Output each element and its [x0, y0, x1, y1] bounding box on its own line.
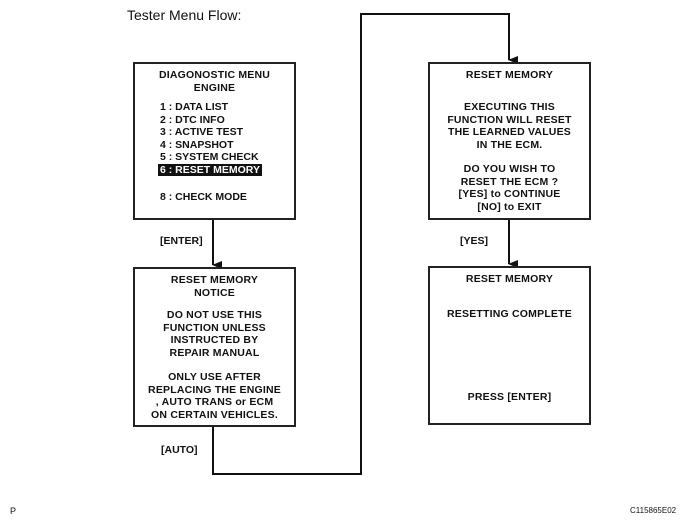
menu-item-dtc-info[interactable]: 2 : DTC INFO — [160, 113, 225, 126]
notice-subheader: NOTICE — [194, 287, 235, 299]
notice-only-line: ONLY USE AFTER — [168, 371, 261, 383]
menu-item-active-test[interactable]: 3 : ACTIVE TEST — [160, 126, 244, 138]
enter-key-label: [ENTER] — [160, 235, 203, 247]
confirm-exec-line: EXECUTING THIS — [464, 101, 555, 113]
menu-item-system-check[interactable]: 5 : SYSTEM CHECK — [160, 151, 259, 163]
notice-only-line: ON CERTAIN VEHICLES. — [151, 408, 278, 421]
diagnostic-menu-box: DIAGONOSTIC MENU ENGINE 1 : DATA LIST 2 … — [133, 62, 296, 220]
connector-auto — [212, 13, 518, 475]
menu-item-reset-memory-selected[interactable]: 6 : RESET MEMORY — [158, 163, 262, 176]
notice-only-line: REPLACING THE ENGINE — [148, 383, 281, 396]
diagnostic-menu-header: DIAGONOSTIC MENU — [158, 69, 271, 81]
confirm-no-option: [NO] to EXIT — [477, 200, 542, 213]
notice-warning-line: DO NOT USE THIS — [166, 309, 263, 321]
reset-memory-notice-box: RESET MEMORY NOTICE DO NOT USE THIS FUNC… — [133, 267, 296, 427]
menu-item-data-list[interactable]: 1 : DATA LIST — [160, 101, 229, 113]
confirm-yes-option: [YES] to CONTINUE — [458, 188, 561, 200]
diagnostic-menu-subheader: ENGINE — [193, 82, 236, 94]
confirm-exec-line: FUNCTION WILL RESET — [447, 113, 572, 126]
corner-mark-left: P — [10, 506, 17, 516]
reset-complete-box: RESET MEMORY RESETTING COMPLETE PRESS [E… — [428, 266, 591, 425]
auto-key-label: [AUTO] — [161, 444, 198, 456]
confirm-header: RESET MEMORY — [465, 69, 554, 81]
complete-message: RESETTING COMPLETE — [447, 308, 572, 320]
confirm-question-line: RESET THE ECM ? — [460, 175, 559, 188]
yes-key-label: [YES] — [460, 235, 489, 247]
page-title: Tester Menu Flow: — [127, 7, 242, 23]
notice-header: RESET MEMORY — [170, 274, 259, 286]
complete-header: RESET MEMORY — [465, 273, 554, 285]
notice-only-line: , AUTO TRANS or ECM — [155, 396, 274, 408]
menu-item-snapshot[interactable]: 4 : SNAPSHOT — [160, 138, 234, 151]
notice-warning-line: INSTRUCTED BY — [170, 334, 259, 346]
confirm-exec-line: IN THE ECM. — [476, 138, 543, 151]
notice-warning-line: FUNCTION UNLESS — [163, 321, 266, 334]
menu-item-check-mode[interactable]: 8 : CHECK MODE — [160, 191, 247, 203]
notice-warning-line: REPAIR MANUAL — [169, 346, 260, 359]
confirm-question-line: DO YOU WISH TO — [463, 163, 556, 175]
complete-press-enter: PRESS [ENTER] — [467, 391, 552, 403]
confirm-exec-line: THE LEARNED VALUES — [448, 126, 571, 138]
reset-memory-confirm-box: RESET MEMORY EXECUTING THIS FUNCTION WIL… — [428, 62, 591, 220]
figure-code: C115865E02 — [630, 506, 677, 515]
